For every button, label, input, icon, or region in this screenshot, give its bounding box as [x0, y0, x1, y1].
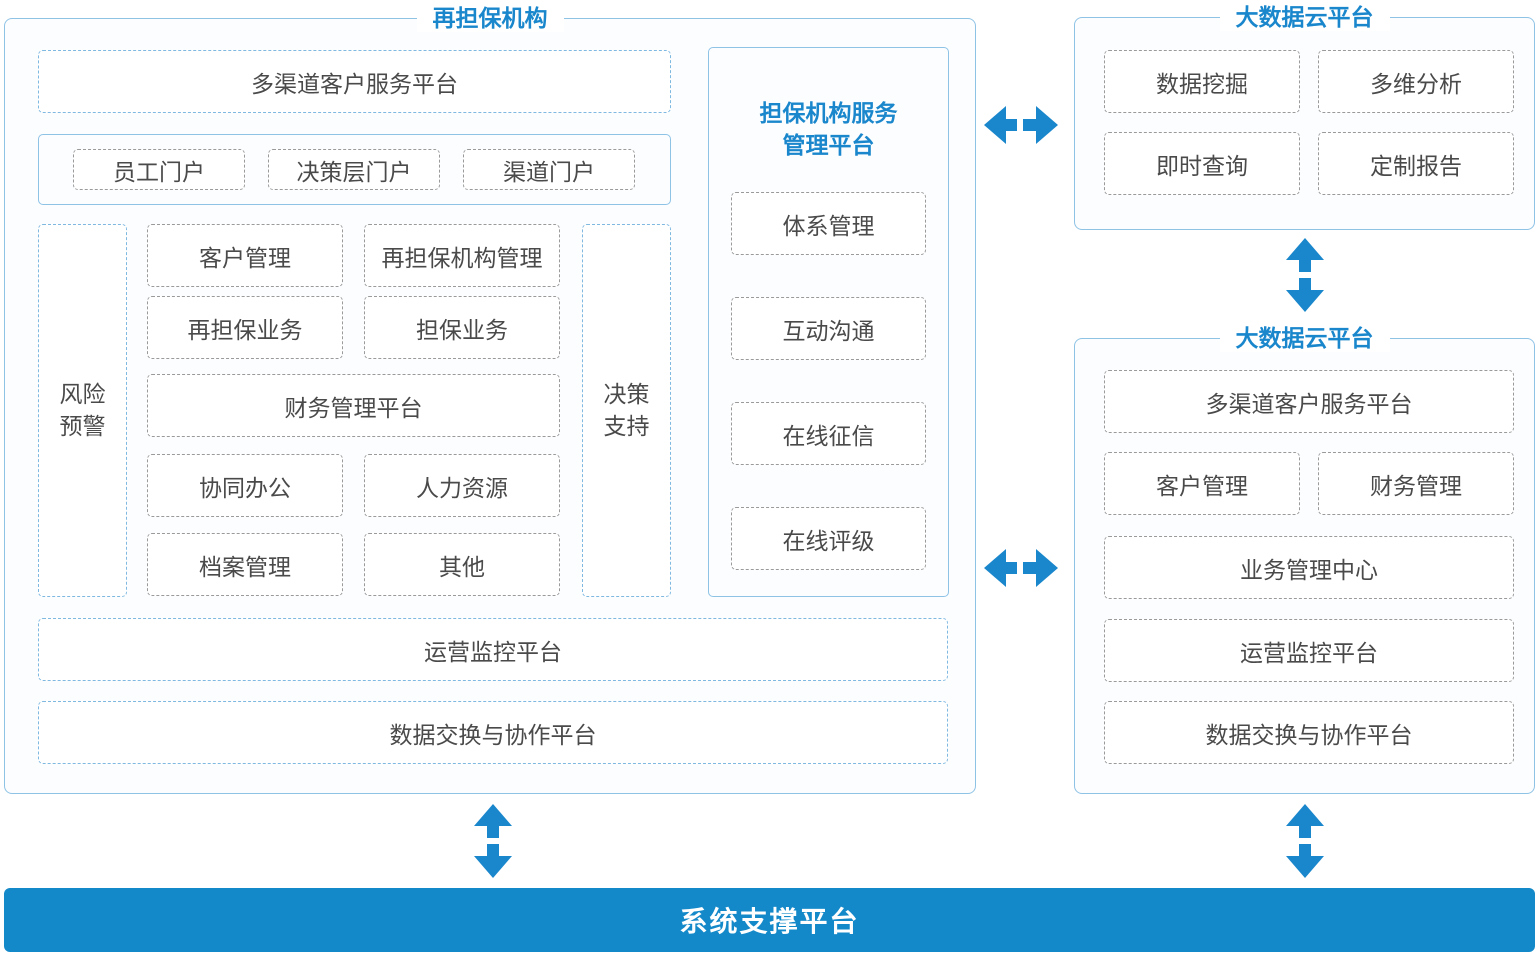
double-arrow-horizontal-icon [984, 106, 1058, 144]
data-exchange-platform: 数据交换与协作平台 [1104, 701, 1514, 764]
reguarantee-org-mgmt: 再担保机构管理 [364, 224, 560, 287]
ops-monitor-platform: 运营监控平台 [1104, 619, 1514, 682]
portal-channel: 渠道门户 [463, 149, 635, 190]
multidim-analysis: 多维分析 [1318, 50, 1514, 113]
service-platform-title: 担保机构服务 管理平台 [759, 101, 898, 159]
human-resources: 人力资源 [364, 454, 560, 517]
panel-title: 再担保机构 [416, 6, 564, 32]
portal-employee: 员工门户 [73, 149, 245, 190]
omni-channel-platform: 多渠道客户服务平台 [1104, 370, 1514, 433]
system-support-platform: 系统支撑平台 [4, 888, 1535, 952]
collab-office: 协同办公 [147, 454, 343, 517]
customer-mgmt: 客户管理 [1104, 452, 1300, 515]
online-credit: 在线征信 [731, 402, 926, 465]
decision-support-label: 决策 支持 [603, 381, 650, 440]
online-rating: 在线评级 [731, 507, 926, 570]
ops-monitor-platform: 运营监控平台 [38, 618, 948, 681]
interactive-comm: 互动沟通 [731, 297, 926, 360]
double-arrow-horizontal-icon [984, 549, 1058, 587]
risk-warning: 风险 预警 [38, 224, 127, 597]
panel-bigdata-top: 大数据云平台 [1074, 5, 1535, 230]
double-arrow-vertical-icon [1286, 238, 1324, 312]
double-arrow-vertical-icon [1286, 804, 1324, 878]
business-center: 业务管理中心 [1104, 536, 1514, 599]
portal-decision: 决策层门户 [268, 149, 440, 190]
omni-channel-platform: 多渠道客户服务平台 [38, 50, 671, 113]
double-arrow-vertical-icon [474, 804, 512, 878]
system-mgmt: 体系管理 [731, 192, 926, 255]
data-exchange-platform: 数据交换与协作平台 [38, 701, 948, 764]
other-module: 其他 [364, 533, 560, 596]
panel-title: 大数据云平台 [1219, 326, 1390, 352]
system-support-label: 系统支撑平台 [679, 905, 860, 938]
custom-report: 定制报告 [1318, 132, 1514, 195]
risk-warning-label: 风险 预警 [59, 381, 106, 440]
decision-support: 决策 支持 [582, 224, 671, 597]
finance-mgmt: 财务管理 [1318, 452, 1514, 515]
data-mining: 数据挖掘 [1104, 50, 1300, 113]
instant-query: 即时查询 [1104, 132, 1300, 195]
panel-title: 大数据云平台 [1219, 5, 1390, 31]
archive-mgmt: 档案管理 [147, 533, 343, 596]
guarantee-business: 担保业务 [364, 296, 560, 359]
finance-platform: 财务管理平台 [147, 374, 560, 437]
reguarantee-business: 再担保业务 [147, 296, 343, 359]
customer-mgmt: 客户管理 [147, 224, 343, 287]
